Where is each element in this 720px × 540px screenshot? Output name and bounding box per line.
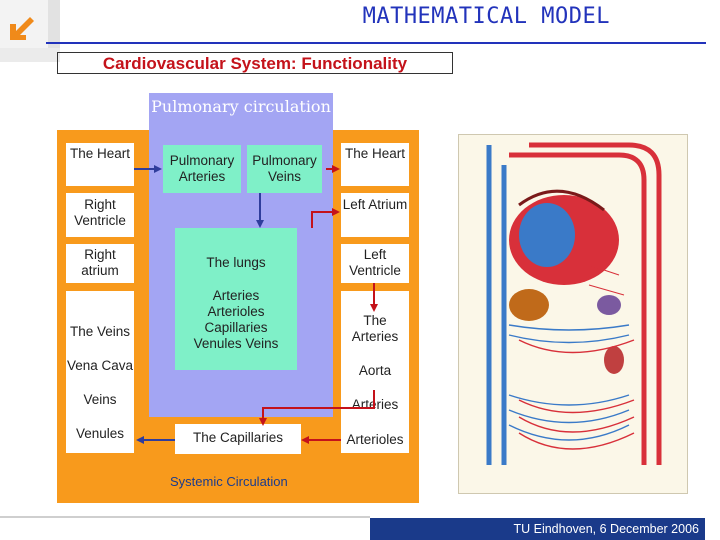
pulmonary-veins-label: Pulmonary Veins [252,153,317,184]
footer-text: TU Eindhoven, 6 December 2006 [513,522,699,536]
lungs-to-left-atrium-arrow [311,208,340,228]
capillaries-box: The Capillaries [175,424,301,454]
left-ventricle-box: Left Ventricle [341,244,409,283]
veins-box-label: The Veins [69,324,131,339]
vessel-types-label: Arteries Arterioles Capillaries Venules … [193,288,279,351]
venules-box: Venules [66,425,134,453]
aorta-label: Aorta [358,363,392,378]
footer-bar [370,518,705,540]
circulation-diagram-image [486,142,662,465]
slide-subtitle: Cardiovascular System: Functionality [57,52,453,74]
heart-left-box: The Heart [341,143,409,186]
logo-bar-decoration-bottom [0,48,60,62]
arteries-to-capillaries-arrow [259,390,375,426]
vena-cava-label: Vena Cava [66,358,134,373]
page-title: MATHEMATICAL MODEL [362,4,610,29]
arterioles-label: Arterioles [346,432,404,447]
tu-logo-arrow-icon [10,17,34,40]
footer-rule [0,516,370,518]
lungs-label: The lungs [206,255,266,270]
circulation-illustration [458,134,688,494]
veins-label: Veins [83,392,117,407]
right-ventricle-label: Right Ventricle [74,197,126,228]
arteries-box-label: The Arteries [351,313,399,344]
pulmonary-circulation-title: Pulmonary circulation [151,97,331,116]
veins-box: The Veins Vena Cava Veins [66,291,134,425]
heart-right-box: The Heart [66,143,134,186]
right-atrium-box: Right atrium [66,244,134,283]
arterioles-box: Arterioles [341,425,409,453]
title-underline [46,42,706,44]
right-atrium-label: Right atrium [81,247,119,278]
pulmonary-arteries-box: Pulmonary Arteries [163,145,241,193]
capillaries-label: The Capillaries [192,430,284,445]
heart-right-label: The Heart [69,146,131,161]
left-atrium-box: Left Atrium [341,193,409,237]
heart-left-label: The Heart [344,146,406,161]
left-atrium-label: Left Atrium [342,197,408,212]
venules-label: Venules [75,426,125,441]
systemic-circulation-label: Systemic Circulation [170,474,288,489]
pulmonary-veins-box: Pulmonary Veins [247,145,322,193]
pulmonary-arteries-label: Pulmonary Arteries [169,153,235,184]
right-ventricle-box: Right Ventricle [66,193,134,237]
left-ventricle-label: Left Ventricle [349,247,401,278]
lungs-box [175,228,297,370]
logo-bar-decoration [48,0,60,62]
